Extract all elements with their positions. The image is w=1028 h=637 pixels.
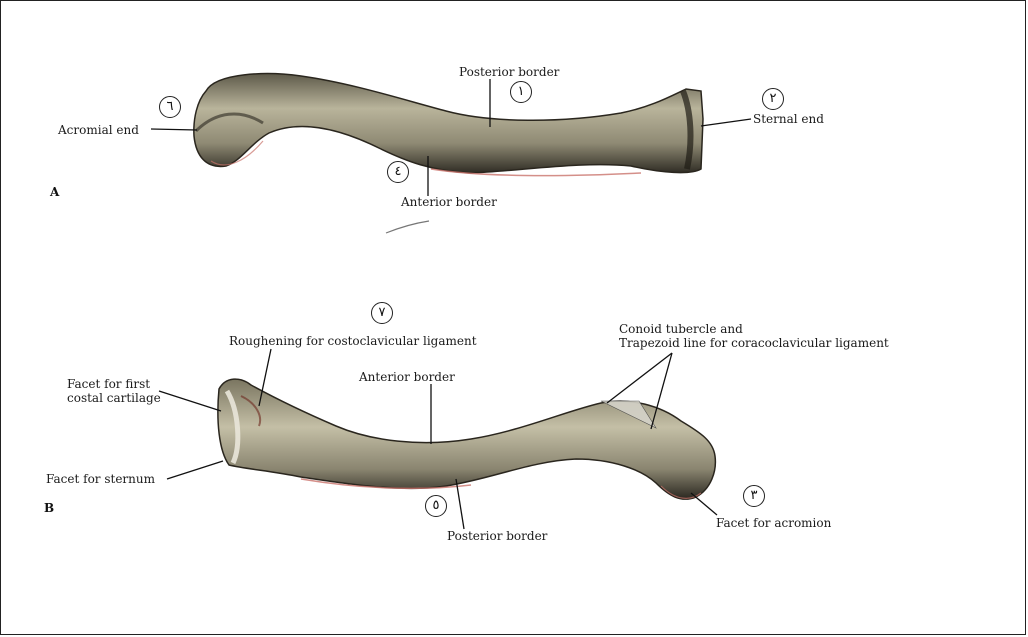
leader-facet-sternum — [167, 461, 223, 479]
label-posterior-border-b: Posterior border — [447, 529, 547, 543]
label-acromial-end: Acromial end — [58, 123, 139, 137]
marker-3: ٣ — [743, 485, 765, 507]
label-facet-acromion: Facet for acromion — [716, 516, 831, 530]
label-facet-first-costal: Facet for first costal cartilage — [67, 377, 161, 405]
label-sternal-end: Sternal end — [753, 112, 824, 126]
clavicle-a-shape — [194, 74, 703, 173]
marker-1: ١ — [510, 81, 532, 103]
marker-7: ٧ — [371, 302, 393, 324]
leader-facet-first-costal — [159, 391, 221, 411]
leader-facet-acromion — [691, 493, 717, 515]
leader-sternal-end — [701, 119, 751, 126]
label-facet-sternum: Facet for sternum — [46, 472, 155, 486]
scan-mark — [386, 221, 429, 233]
label-anterior-border-a: Anterior border — [401, 195, 497, 209]
leader-conoid-tubercle — [607, 353, 672, 403]
leader-acromial-end — [151, 129, 197, 130]
label-roughening: Roughening for costoclavicular ligament — [229, 334, 477, 348]
label-posterior-border-a: Posterior border — [459, 65, 559, 79]
marker-2: ٢ — [762, 88, 784, 110]
marker-6: ٦ — [159, 96, 181, 118]
marker-5: ٥ — [425, 495, 447, 517]
marker-4: ٤ — [387, 161, 409, 183]
clavicle-b-shape — [218, 379, 715, 499]
figure-a-letter: A — [50, 185, 59, 199]
figure-b-letter: B — [44, 501, 54, 515]
label-anterior-border-b: Anterior border — [359, 370, 455, 384]
label-conoid-trapezoid: Conoid tubercle and Trapezoid line for c… — [619, 322, 889, 350]
